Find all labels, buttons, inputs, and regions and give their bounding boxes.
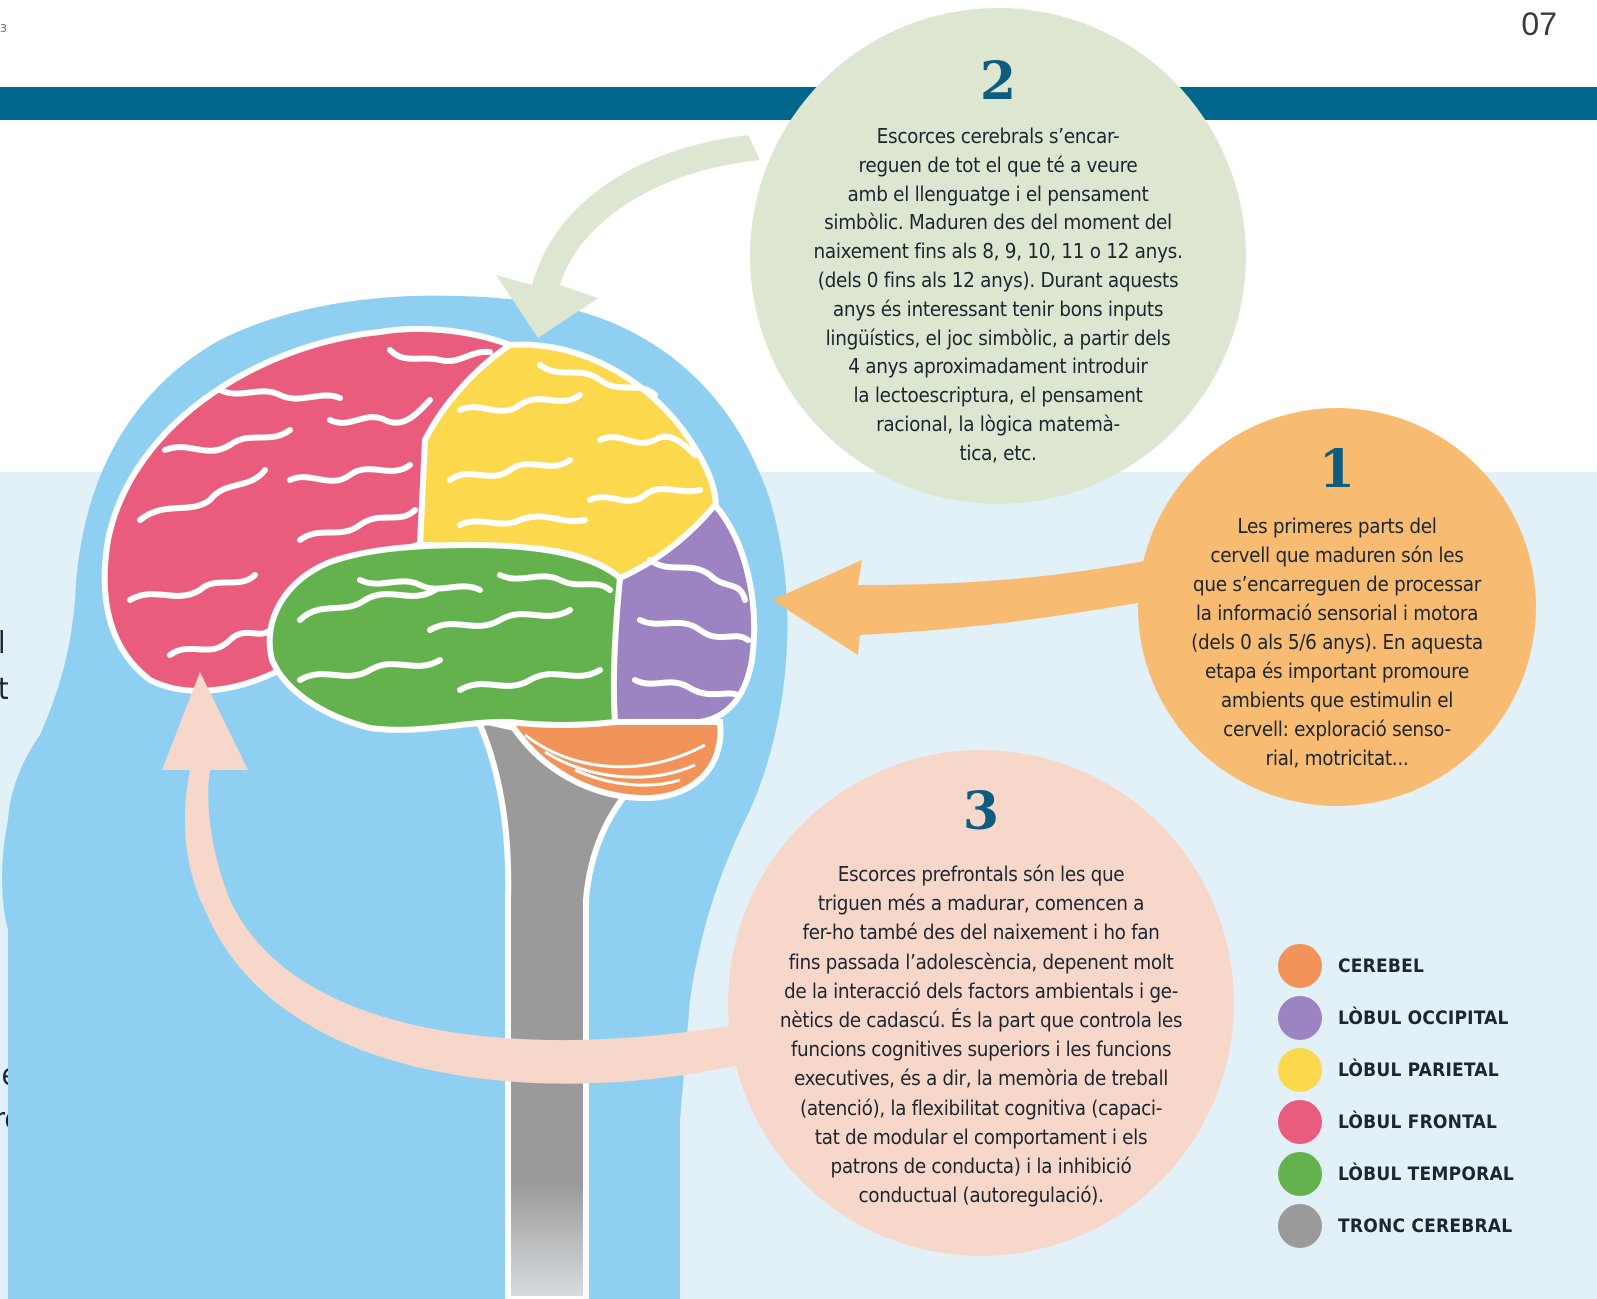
legend-swatch: [1278, 1100, 1322, 1144]
legend-swatch: [1278, 996, 1322, 1040]
legend-label: LÒBUL OCCIPITAL: [1338, 1007, 1509, 1029]
text-line: tica, etc.: [959, 440, 1037, 465]
text-line: anys és interessant tenir bons inputs: [832, 296, 1164, 321]
legend-swatch: [1278, 1152, 1322, 1196]
legend-swatch: [1278, 1204, 1322, 1248]
text-line: nètics de cadascú. És la part que contro…: [779, 1008, 1183, 1033]
text-line: fins passada l’adolescència, depenent mo…: [788, 949, 1174, 974]
text-line: (dels 0 als 5/6 anys). En aquesta: [1191, 630, 1483, 654]
text-line: Escorces cerebrals s’encar-: [876, 124, 1120, 148]
text-line: que s’encarreguen de processar: [1192, 572, 1482, 596]
legend-item-parietal: LÒBUL PARIETAL: [1278, 1044, 1514, 1096]
legend-item-brainstem: TRONC CEREBRAL: [1278, 1200, 1514, 1252]
text-line: la informació sensorial i motora: [1195, 601, 1479, 625]
bubble-number: 2: [979, 51, 1017, 112]
legend: CEREBEL LÒBUL OCCIPITAL LÒBUL PARIETAL L…: [1278, 940, 1514, 1252]
legend-label: LÒBUL PARIETAL: [1338, 1059, 1499, 1081]
text-line: lingüístics, el joc simbòlic, a partir d…: [825, 325, 1171, 350]
text-line: amb el llenguatge i el pensament: [847, 181, 1149, 206]
text-line: Escorces prefrontals són les que: [837, 862, 1125, 886]
edge-text-fragment: l: [0, 626, 6, 661]
legend-swatch: [1278, 1048, 1322, 1092]
info-bubble-3: 3 Escorces prefrontals són les que trigu…: [728, 750, 1234, 1256]
text-line: executives, és a dir, la memòria de treb…: [793, 1066, 1169, 1091]
temporal-lobe: [266, 541, 624, 733]
text-line: (dels 0 fins als 12 anys). Durant aquest…: [817, 267, 1179, 292]
legend-label: TRONC CEREBRAL: [1338, 1215, 1513, 1237]
arrow-2: [496, 135, 760, 338]
text-line: reguen de tot el que té a veure: [858, 152, 1138, 177]
text-line: rial, motricitat...: [1265, 746, 1409, 770]
legend-item-cerebel: CEREBEL: [1278, 940, 1514, 992]
legend-item-temporal: LÒBUL TEMPORAL: [1278, 1148, 1514, 1200]
legend-label: LÒBUL TEMPORAL: [1338, 1163, 1514, 1185]
text-line: fer-ho també des del naixement i ho fan: [802, 920, 1160, 945]
legend-swatch: [1278, 944, 1322, 988]
bubble-number: 1: [1318, 439, 1356, 500]
text-line: cervell que maduren són les: [1210, 543, 1464, 567]
edge-text-fragment: t: [0, 672, 9, 707]
text-line: naixement fins als 8, 9, 10, 11 o 12 any…: [813, 239, 1183, 264]
text-line: simbòlic. Maduren des del moment del: [824, 210, 1172, 235]
legend-item-occipital: LÒBUL OCCIPITAL: [1278, 992, 1514, 1044]
bubble-text: Escorces cerebrals s’encar- reguen de to…: [788, 122, 1208, 468]
arrow-3: [162, 672, 760, 1084]
brain-folds: [127, 347, 751, 698]
text-line: de la interacció dels factors ambientals…: [783, 978, 1178, 1003]
bubble-number: 3: [962, 781, 1000, 842]
legend-item-frontal: LÒBUL FRONTAL: [1278, 1096, 1514, 1148]
arrow-1: [772, 560, 1155, 655]
text-line: ambients que estimulin el: [1220, 688, 1454, 712]
text-line: patrons de conducta) i la inhibició: [830, 1154, 1132, 1179]
corner-mark: 3: [0, 22, 7, 35]
info-bubble-2: 2 Escorces cerebrals s’encar- reguen de …: [750, 8, 1246, 504]
text-line: etapa és important promoure: [1205, 659, 1469, 683]
text-line: triguen més a madurar, comencen a: [817, 891, 1145, 916]
text-line: conductual (autoregulació).: [858, 1183, 1104, 1208]
text-line: la lectoescriptura, el pensament: [853, 383, 1143, 408]
bubble-text: Escorces prefrontals són les que triguen…: [741, 860, 1221, 1210]
info-bubble-1: 1 Les primeres parts del cervell que mad…: [1138, 408, 1536, 806]
cerebellum: [504, 719, 724, 802]
text-line: Les primeres parts del: [1237, 514, 1437, 538]
text-line: funcions cognitives superiors i les func…: [790, 1037, 1172, 1062]
bubble-text: Les primeres parts del cervell que madur…: [1162, 512, 1512, 773]
text-line: racional, la lògica matemà-: [876, 411, 1120, 436]
face-profile: [8, 735, 400, 1299]
page-number: 07: [1521, 6, 1557, 42]
text-line: (atenció), la flexibilitat cognitiva (ca…: [799, 1095, 1163, 1120]
legend-label: LÒBUL FRONTAL: [1338, 1111, 1498, 1133]
text-line: 4 anys aproximadament introduir: [848, 354, 1148, 379]
text-line: cervell: exploració senso-: [1223, 717, 1451, 741]
text-line: tat de modular el comportament i els: [814, 1124, 1148, 1149]
legend-label: CEREBEL: [1338, 955, 1425, 977]
